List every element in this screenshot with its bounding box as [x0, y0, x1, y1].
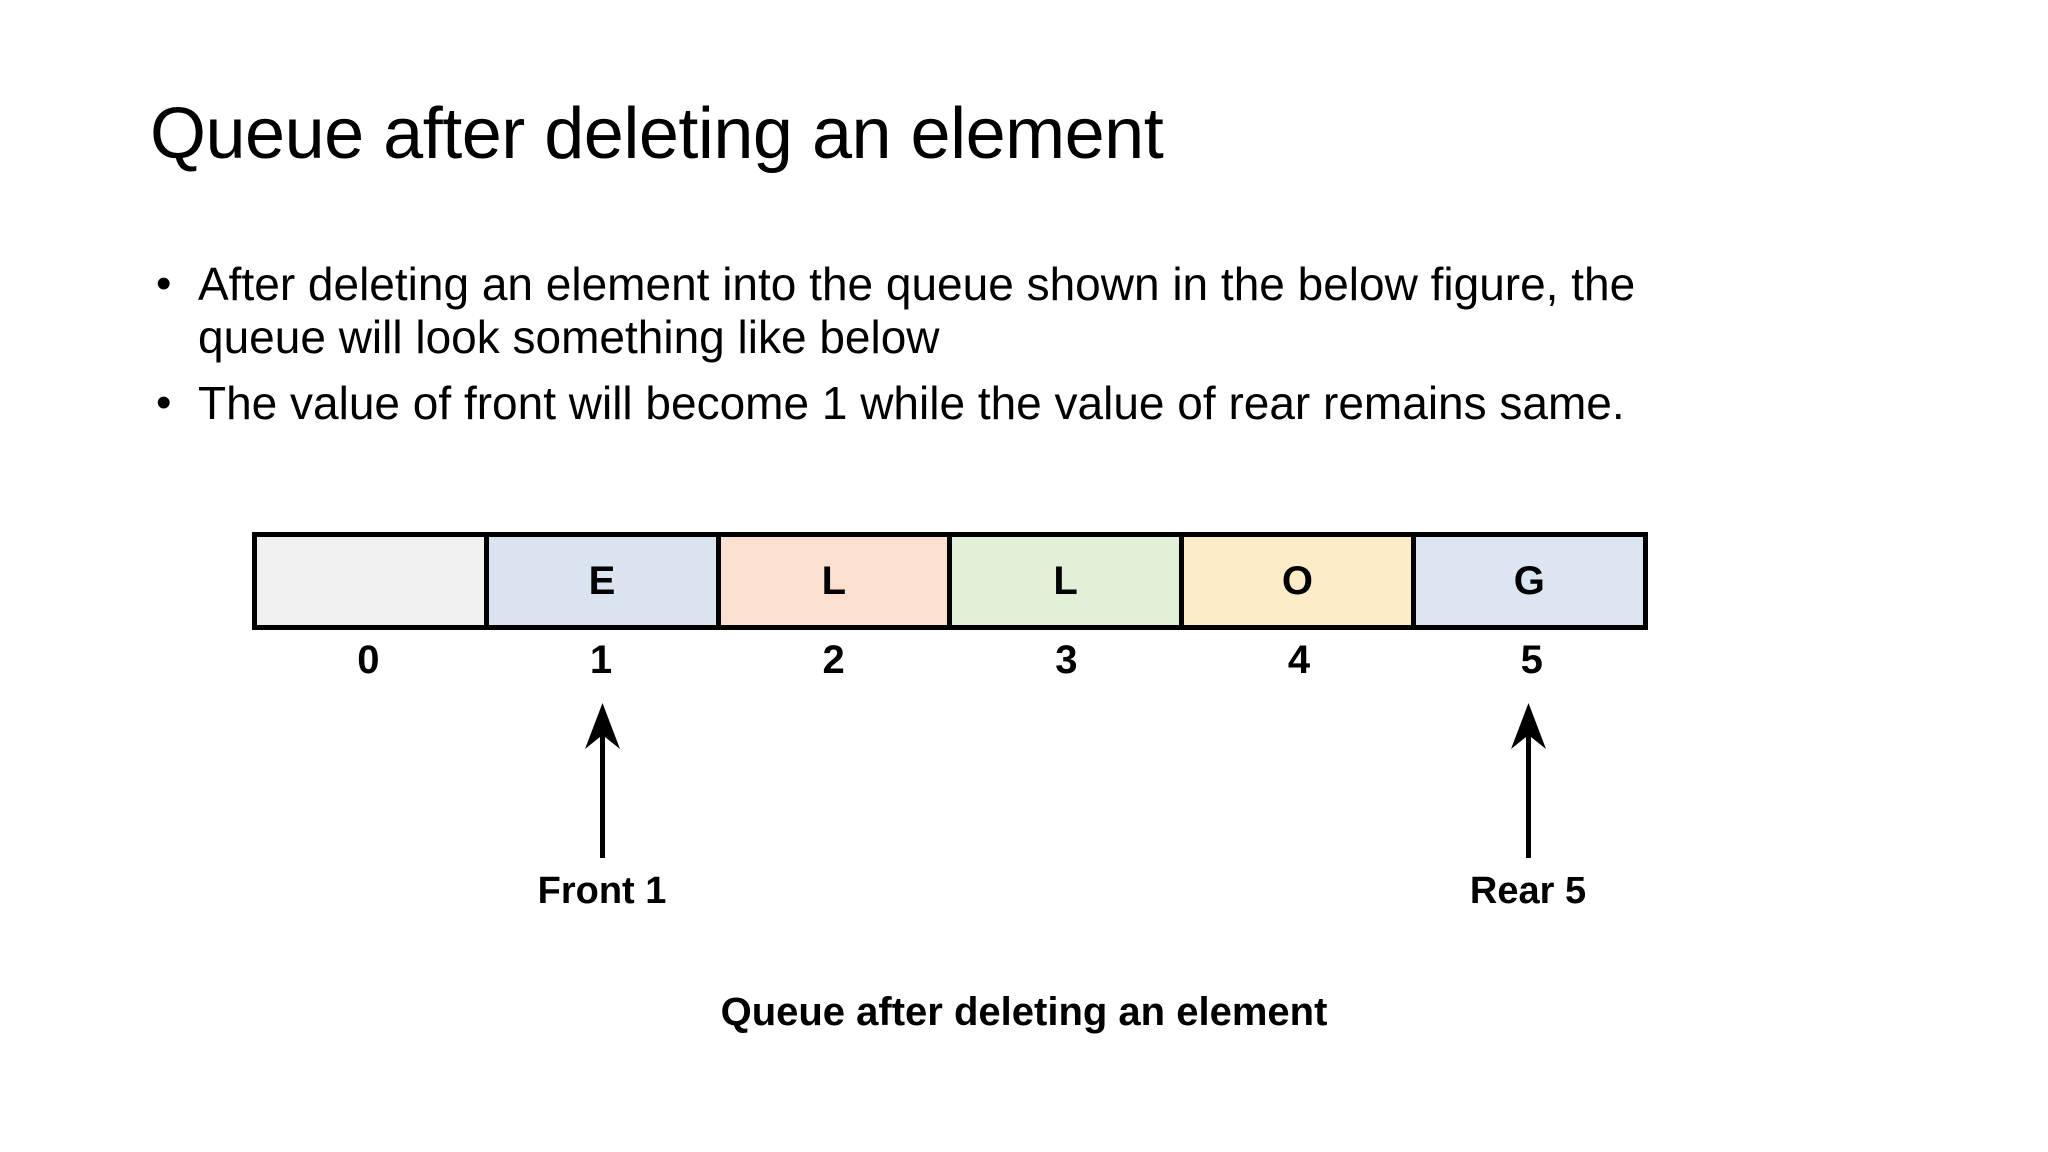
- rear-pointer: Rear 5: [1408, 703, 1648, 913]
- bullet-item-2: • The value of front will become 1 while…: [150, 377, 1950, 430]
- bullet-list: • After deleting an element into the que…: [150, 258, 1950, 442]
- queue-cell-3: L: [952, 537, 1185, 625]
- bullet-item-1: • After deleting an element into the que…: [150, 258, 1950, 365]
- queue-cell-5: G: [1416, 537, 1643, 625]
- queue-cell-4: O: [1184, 537, 1417, 625]
- queue-index-1: 1: [589, 638, 613, 682]
- rear-pointer-label: Rear 5: [1469, 870, 1587, 912]
- queue-cell-2: L: [720, 537, 953, 625]
- bullet-line: After deleting an element into the queue…: [198, 258, 1636, 310]
- bullet-line: The value of front will become 1 while t…: [198, 376, 1625, 429]
- rear-arrow-up-icon: [1408, 703, 1648, 858]
- front-pointer-label: Front 1: [537, 870, 667, 912]
- queue-index-4: 4: [1287, 638, 1311, 682]
- queue-index-2: 2: [822, 638, 845, 682]
- bullet-marker-icon: •: [156, 259, 172, 308]
- queue-cell-row: E L L O G: [252, 532, 1648, 630]
- queue-index-3: 3: [1055, 638, 1078, 682]
- front-pointer: Front 1: [482, 703, 722, 913]
- queue-diagram: E L L O G: [252, 532, 1648, 630]
- bullet-line: queue will look something like below: [198, 311, 940, 364]
- front-arrow-up-icon: [482, 703, 722, 858]
- queue-cell-0: [257, 537, 489, 625]
- bullet-marker-icon: •: [156, 377, 172, 427]
- queue-index-5: 5: [1520, 638, 1543, 682]
- queue-index-row: 0 1 2 3 4 5: [252, 638, 1648, 683]
- queue-index-0: 0: [357, 638, 380, 682]
- queue-cell-1: E: [488, 537, 721, 625]
- figure-caption: Queue after deleting an element: [720, 990, 1328, 1034]
- page-title: Queue after deleting an element: [150, 94, 1164, 174]
